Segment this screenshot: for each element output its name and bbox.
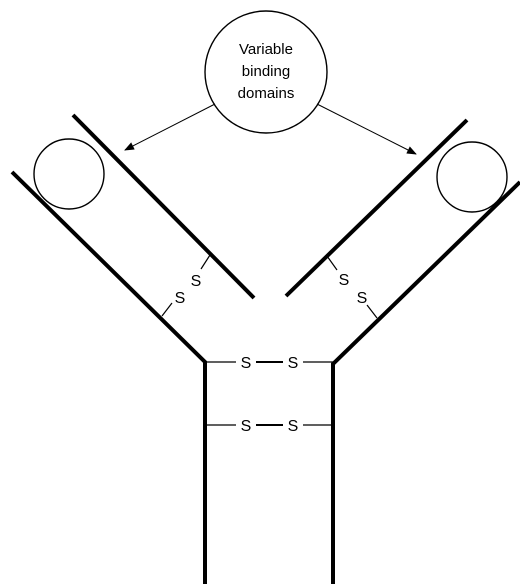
hinge-upper-sulfur-left: S — [241, 355, 252, 372]
light-chain-left — [71, 113, 256, 300]
hinge-lower-sulfur-right: S — [288, 418, 299, 435]
callout-label-line1: Variable — [239, 41, 293, 58]
heavy-chain-right — [331, 180, 520, 584]
callout-arrow-left — [124, 103, 216, 151]
variable-domain-left — [33, 138, 105, 210]
callout-arrow-right — [316, 103, 417, 155]
callout-label-line3: domains — [238, 85, 295, 102]
left-arm-bond-tick-inner — [200, 254, 211, 270]
left-arm-bond-tick-outer — [161, 302, 173, 317]
callout-circle — [204, 10, 328, 134]
right-arm-bond-tick-inner — [366, 304, 378, 319]
left-arm-sulfur-1: S — [175, 290, 186, 307]
hinge-upper-sulfur-right: S — [288, 355, 299, 372]
variable-domain-right — [436, 141, 508, 213]
hinge-lower-sulfur-left: S — [241, 418, 252, 435]
right-arm-bond-tick-outer — [326, 255, 338, 271]
right-arm-sulfur-1: S — [339, 272, 350, 289]
right-arm-sulfur-2: S — [357, 290, 368, 307]
heavy-chain-left — [10, 170, 207, 584]
light-chain-right — [284, 118, 469, 298]
callout-label-line2: binding — [242, 63, 290, 80]
left-arm-sulfur-2: S — [191, 273, 202, 290]
